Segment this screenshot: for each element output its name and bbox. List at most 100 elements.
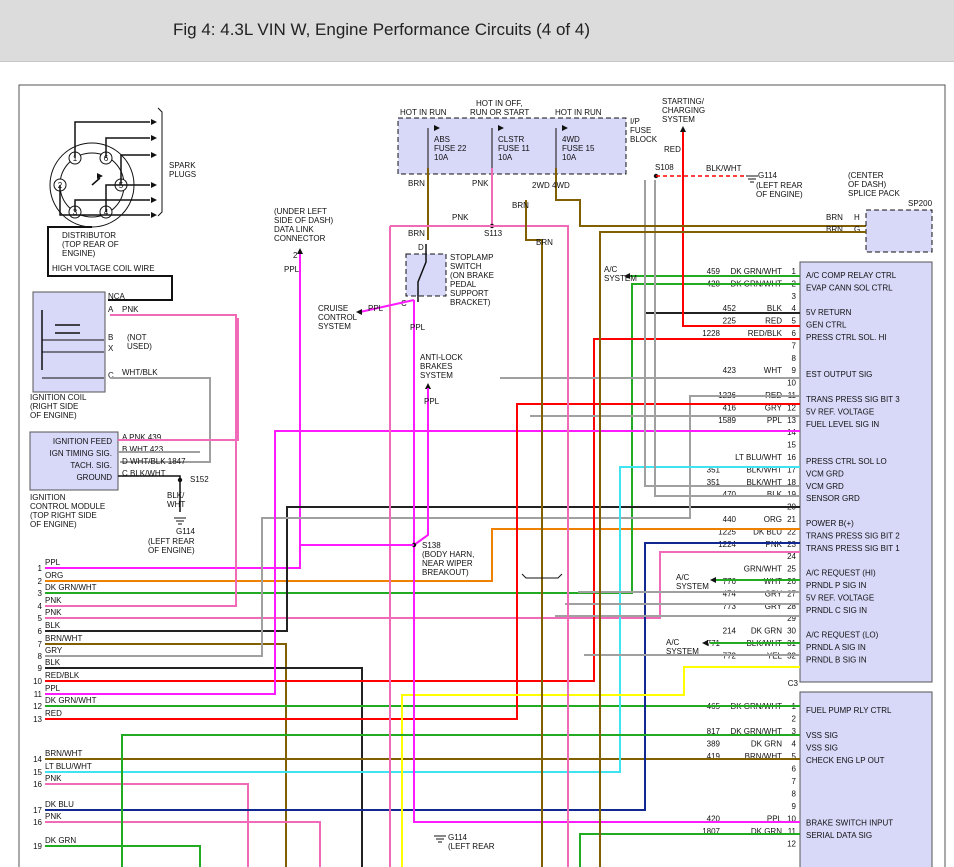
wire-color-label: LT BLU/WHT [735,453,782,462]
pcm-function-label: 5V REF. VOLTAGE [806,407,874,416]
harness-wire-color: PNK [45,812,62,821]
harness-wire-color: DK GRN/WHT [45,696,97,705]
hot-label: HOT IN RUN [555,108,602,117]
circuit-number: 351 [707,478,721,487]
harness-wire-color: PPL [45,558,61,567]
ac-system-label: SYSTEM [604,274,637,283]
harness-wire-color: DK GRN/WHT [45,583,97,592]
pin-number: 8 [792,790,797,799]
circuit-number: 416 [723,403,737,412]
ground-location: OF ENGINE) [148,546,195,555]
pin-number: 13 [787,416,796,425]
wire-icm-gnd [118,475,181,512]
wire-color-label: GRN/WHT [744,565,782,574]
pin-number: 5 [792,752,797,761]
harness-wire-number: 16 [33,780,42,789]
sp200-label: OF DASH) [848,180,887,189]
circuit-number: 817 [707,727,721,736]
wire-color-label: GRY [765,589,783,598]
harness-wire-color: DK GRN [45,836,76,845]
circuit-number: 351 [707,465,721,474]
pcm-function-label: FUEL PUMP RLY CTRL [806,706,892,715]
dlc-wire: PPL [284,265,300,274]
wire-label: PNK [452,213,469,222]
ignition-coil-box [32,291,106,393]
wire-ppl-11 [45,430,800,695]
pin-number: 27 [787,589,796,598]
harness-wire-number: 1 [38,564,43,573]
pin-number: 22 [787,527,796,536]
distributor-label: ENGINE) [62,249,96,258]
pcm-function-label: PRNDL B SIG IN [806,655,867,664]
wire-color-label: BLK [767,490,783,499]
spark-plug-arrow [151,197,157,203]
wire-dkgrnwht-3 [45,283,800,594]
ground-label: (LEFT REAR [448,842,495,851]
wire-color-label: PNK [766,540,783,549]
spark-plugs-label: SPARK [169,161,196,170]
s138-label: BREAKOUT) [422,568,469,577]
pcm-function-label: EST OUTPUT SIG [806,370,872,379]
circuit-number: 776 [723,577,737,586]
wire-color-label: RED [765,317,782,326]
ac-system-label: SYSTEM [666,647,699,656]
circuit-number: 1807 [702,827,720,836]
circuit-number: 214 [723,627,737,636]
harness-brace [521,573,563,579]
icm-label: (TOP RIGHT SIDE [30,511,97,520]
stoplamp-label: BRACKET) [450,298,491,307]
circuit-number: 1224 [718,540,736,549]
wire-label: RED [664,145,681,154]
pin-number: 12 [787,840,796,849]
abs-label: SYSTEM [420,371,453,380]
spark-plug-arrow [151,135,157,141]
wire-ppl-abs [413,388,429,546]
dlc-label: DATA LINK [274,225,314,234]
wire-420 [413,545,800,823]
wire-label: PPL [424,397,440,406]
harness-wire-color: GRY [45,646,63,655]
ac-arrow [702,640,708,646]
harness-wire-color: BRN/WHT [45,634,82,643]
circuit-number: 773 [723,602,737,611]
pcm-function-label: SERIAL DATA SIG [806,831,872,840]
wire-pnk-s113 [390,225,569,867]
fuse-block-label: BLOCK [630,135,658,144]
ac-arrow [710,577,716,583]
drive-label: 2WD 4WD [532,181,570,190]
terminal-number: 4 [104,208,109,217]
pin-number: 14 [787,428,796,437]
harness-wire-color: PNK [45,596,62,605]
spark-plugs-label: PLUGS [169,170,196,179]
wire-pnk-16 [45,783,249,867]
wire-1807 [579,833,800,867]
pcm-function-label: TRANS PRESS SIG BIT 2 [806,531,900,540]
fuse-label: 4WD [562,135,580,144]
pcm-function-label: VCM GRD [806,482,844,491]
wire-label: PNK [472,179,489,188]
wire-color-label: GRY [765,602,783,611]
dlc-pin: 2 [293,251,298,260]
gnd-wire-label: BLK/ [167,491,185,500]
wire-blk-9 [45,667,363,867]
wire-red-13 [45,403,800,720]
spark-plug-wire [74,199,150,212]
connector-id: C3 [788,679,799,688]
stoplamp-label: SWITCH [450,262,482,271]
fuse-label: FUSE 15 [562,144,595,153]
fuse-arrow [562,125,568,131]
harness-wire-number: 7 [38,640,43,649]
ignition-coil-label: (RIGHT SIDE [30,402,78,411]
fuse-label: 10A [562,153,577,162]
not-used-label: (NOT [127,333,147,342]
circuit-number: 225 [723,317,737,326]
icm-pin-wire: D WHT/BLK 1847 [122,457,186,466]
wire-color-label: BLK/WHT [746,478,782,487]
pin-number: 16 [787,453,796,462]
coil-pin: X [108,344,114,353]
abs-label: ANTI-LOCK [420,353,463,362]
rotor [91,177,101,186]
harness-wire-number: 11 [34,690,43,699]
wire-color-label: BRN [826,225,843,234]
s138-label: NEAR WIPER [422,559,473,568]
